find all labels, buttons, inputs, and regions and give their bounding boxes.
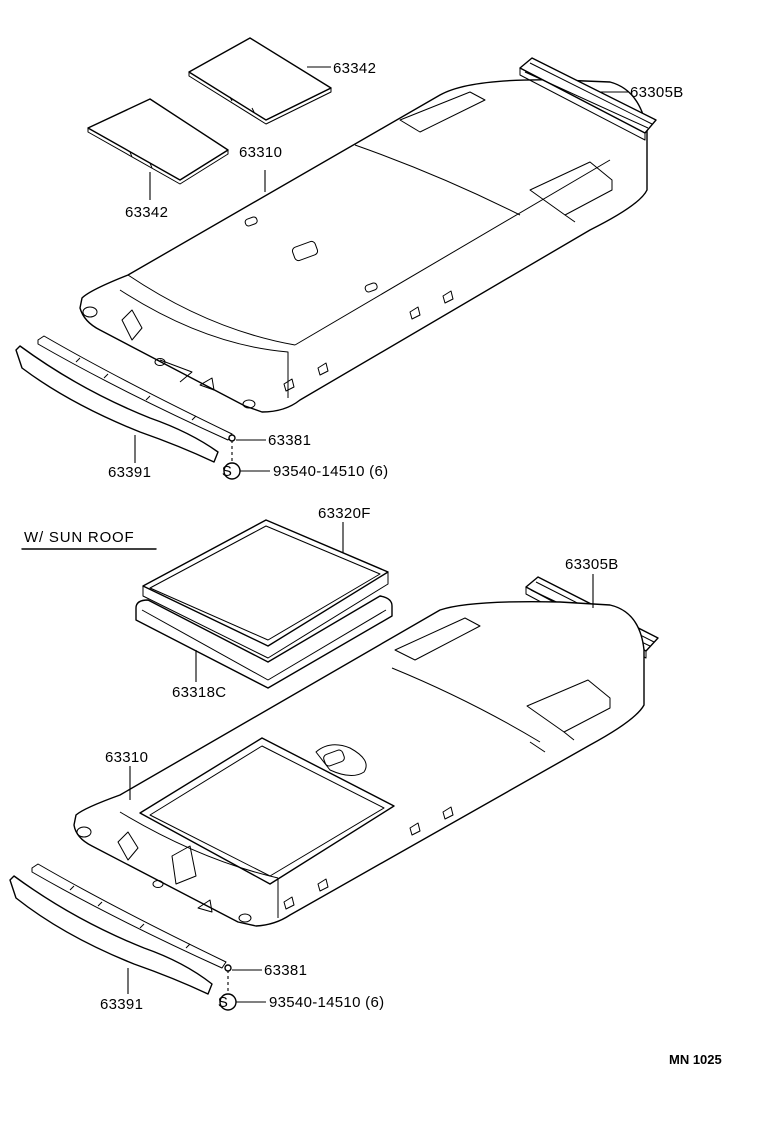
- headlining-sunroof: [73, 600, 645, 927]
- label-rear-trim-sunroof: 63305B: [565, 556, 619, 573]
- reference-code: MN 1025: [669, 1052, 722, 1067]
- label-screw-sunroof: 93540-14510 (6): [269, 994, 384, 1011]
- label-rear-trim-top: 63305B: [630, 84, 684, 101]
- screw-symbol-top: S: [222, 463, 232, 480]
- label-sunshade: 63320F: [318, 505, 371, 522]
- section-heading-sun-roof: W/ SUN ROOF: [24, 529, 134, 546]
- label-headlining-top: 63310: [239, 144, 282, 161]
- headlining-top: [79, 79, 648, 413]
- label-opening-trim: 63318C: [172, 684, 226, 701]
- rear-trim-top: [519, 57, 657, 141]
- top-assembly: [15, 37, 657, 480]
- label-clip-sunroof: 63381: [264, 962, 307, 979]
- sunshade-pad-lower: [87, 98, 229, 185]
- screw-symbol-sunroof: S: [218, 994, 228, 1011]
- label-sunshade-pad-lower: 63342: [125, 204, 168, 221]
- sunshade-panel: [142, 519, 389, 659]
- label-screw-top: 93540-14510 (6): [273, 463, 388, 480]
- label-sunshade-pad-upper: 63342: [333, 60, 376, 77]
- label-front-trim-sunroof: 63391: [100, 996, 143, 1013]
- label-headlining-sunroof: 63310: [105, 749, 148, 766]
- sunroof-assembly: [9, 519, 659, 1011]
- label-front-trim-top: 63391: [108, 464, 151, 481]
- front-trim-sunroof: [9, 863, 227, 995]
- label-clip-top: 63381: [268, 432, 311, 449]
- opening-trim: [135, 595, 393, 689]
- sunshade-pad-upper: [188, 37, 332, 125]
